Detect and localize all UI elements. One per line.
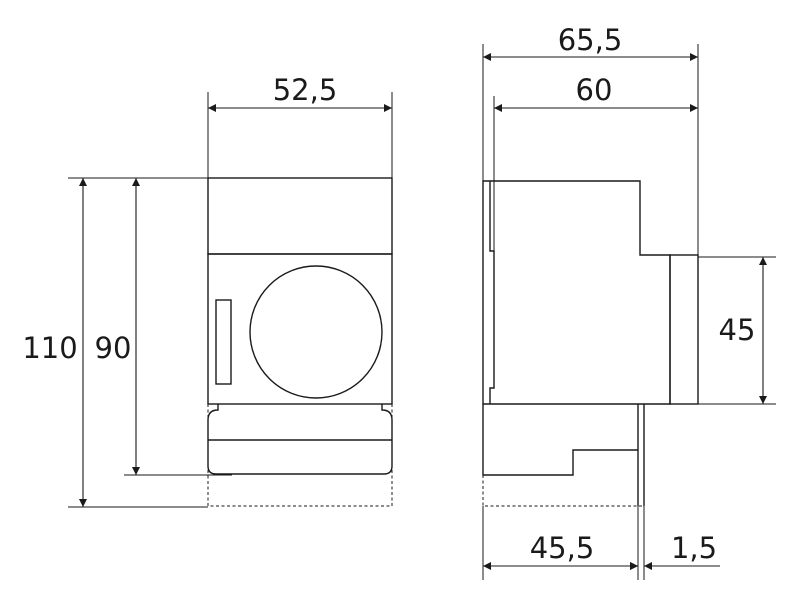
- dim-side-depth-body: 60: [493, 73, 698, 251]
- dim-front-cover-height: 45: [698, 256, 776, 405]
- dim-rail-thickness: 1,5: [615, 531, 720, 570]
- front-view: [207, 177, 393, 507]
- rotary-dial: [249, 265, 383, 399]
- side-view: [482, 180, 699, 507]
- dim-label-base-depth: 45,5: [530, 531, 595, 565]
- front-cover: [669, 254, 699, 405]
- dim-label-front-width: 52,5: [273, 73, 338, 107]
- front-top-section: [207, 177, 393, 255]
- bottom-clip: [207, 404, 393, 475]
- dim-label-side-depth-total: 65,5: [558, 23, 623, 57]
- front-panel: [207, 253, 393, 405]
- dim-body-height: 90: [95, 178, 232, 476]
- indicator-window: [215, 299, 232, 385]
- side-hidden-outline: [482, 475, 644, 507]
- side-base: [482, 404, 638, 476]
- dim-label-body-height: 90: [95, 331, 132, 365]
- dim-label-front-cover-height: 45: [719, 313, 756, 347]
- side-body-outline: [482, 180, 671, 405]
- dim-base-depth: 45,5: [482, 506, 645, 580]
- dim-label-total-height: 110: [22, 331, 77, 365]
- dim-label-rail-thickness: 1,5: [671, 531, 717, 565]
- front-hidden-outline: [207, 404, 393, 507]
- side-shoulder: [489, 181, 495, 404]
- dim-side-depth-total: 65,5: [482, 23, 699, 255]
- dim-label-side-depth-body: 60: [576, 73, 613, 107]
- dim-front-width: 52,5: [207, 73, 393, 178]
